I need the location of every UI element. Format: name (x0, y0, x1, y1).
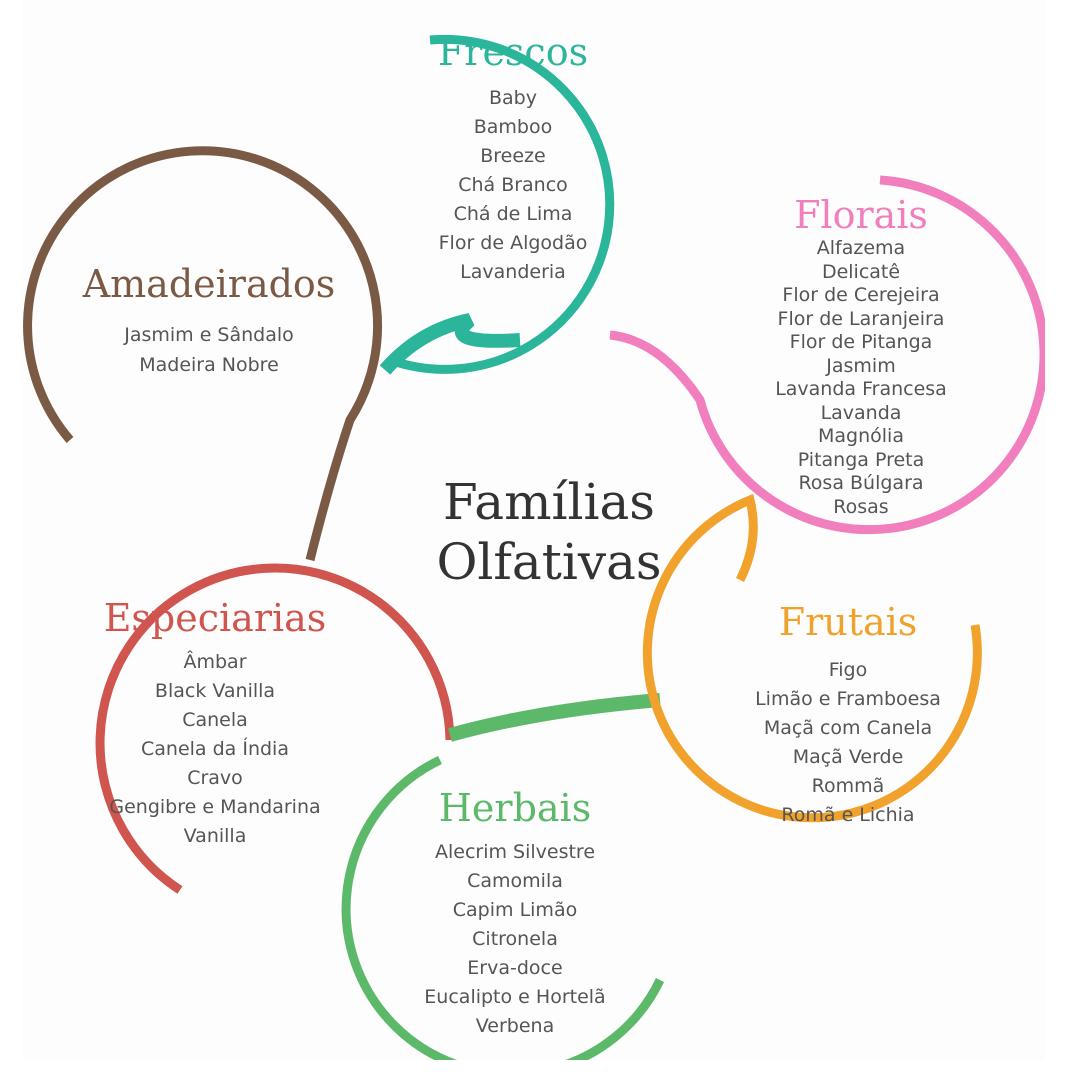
fragrance-item: Baby (489, 87, 537, 109)
fragrance-item: Rosas (833, 495, 889, 518)
fragrance-item: Citronela (472, 928, 558, 950)
fragrance-item: Lavanderia (460, 261, 566, 283)
fragrance-item: Lavanda Francesa (775, 378, 947, 400)
amadeirados-ring (23, 146, 383, 562)
family-title: Frescos (437, 30, 589, 74)
fragrance-item: Âmbar (183, 651, 247, 673)
especiarias-ring (95, 563, 455, 894)
fragrance-item: Chá de Lima (453, 203, 573, 225)
herbais-swirl (448, 693, 661, 742)
fragrance-item: Breeze (480, 145, 546, 167)
fragrance-item: Pitanga Preta (797, 448, 925, 471)
fragrance-item: Rosa Búlgara (798, 472, 924, 494)
fragrance-item: Rommã (811, 775, 885, 797)
family-title: Amadeirados (82, 262, 336, 306)
fragrance-item: Flor de Algodão (438, 232, 588, 254)
fragrance-item: Canela (182, 709, 248, 731)
fragrance-item: Flor de Cerejeira (782, 284, 940, 306)
fragrance-item: Capim Limão (452, 899, 578, 921)
frescos-swirl (379, 313, 521, 375)
fragrance-item: Gengibre e Mandarina (109, 796, 321, 818)
fragrance-item: Alfazema (816, 237, 906, 259)
fragrance-item: Camomila (467, 870, 563, 892)
florais-ring (609, 175, 1045, 535)
fragrance-item: Canela da Índia (141, 738, 289, 760)
fragrance-item: Lavanda (820, 401, 902, 424)
herbais-ring (341, 755, 665, 1060)
frescos-ring (388, 34, 615, 374)
frutais-ring (642, 493, 982, 823)
family-rings (23, 34, 1045, 1060)
fragrance-item: Black Vanilla (154, 680, 276, 702)
fragrance-item: Figo (828, 659, 868, 681)
family-title: Herbais (438, 786, 592, 830)
fragrance-item: Vanilla (183, 825, 247, 847)
fragrance-item: Verbena (475, 1015, 555, 1037)
diagram-title: Famílias Olfativas (436, 472, 661, 592)
fragrance-item: Flor de Pitanga (789, 331, 933, 353)
fragrance-item: Flor de Laranjeira (777, 307, 945, 330)
fragrance-item: Jasmim e Sândalo (124, 324, 294, 346)
fragrance-item: Jasmim (826, 354, 896, 377)
fragrance-item: Eucalipto e Hortelã (424, 986, 606, 1008)
fragrance-item: Delicatê (821, 260, 901, 283)
fragrance-item: Maçã Verde (792, 746, 904, 768)
fragrance-item: Madeira Nobre (139, 354, 279, 376)
family-title: Especiarias (103, 596, 327, 640)
title-line-2: Olfativas (436, 533, 662, 591)
fragrance-item: Erva-doce (467, 957, 563, 979)
title-line-1: Famílias (443, 473, 655, 531)
fragrance-item: Romã e Lichia (781, 804, 915, 826)
fragrance-item: Cravo (187, 767, 243, 789)
family-title: Frutais (778, 600, 918, 644)
fragrance-item: Magnólia (818, 425, 904, 447)
fragrance-item: Alecrim Silvestre (434, 841, 596, 863)
family-title: Florais (794, 193, 928, 237)
fragrance-item: Limão e Framboesa (755, 688, 941, 710)
fragrance-item: Bamboo (473, 116, 553, 138)
fragrance-item: Chá Branco (458, 174, 568, 196)
fragrance-item: Maçã com Canela (763, 717, 933, 739)
